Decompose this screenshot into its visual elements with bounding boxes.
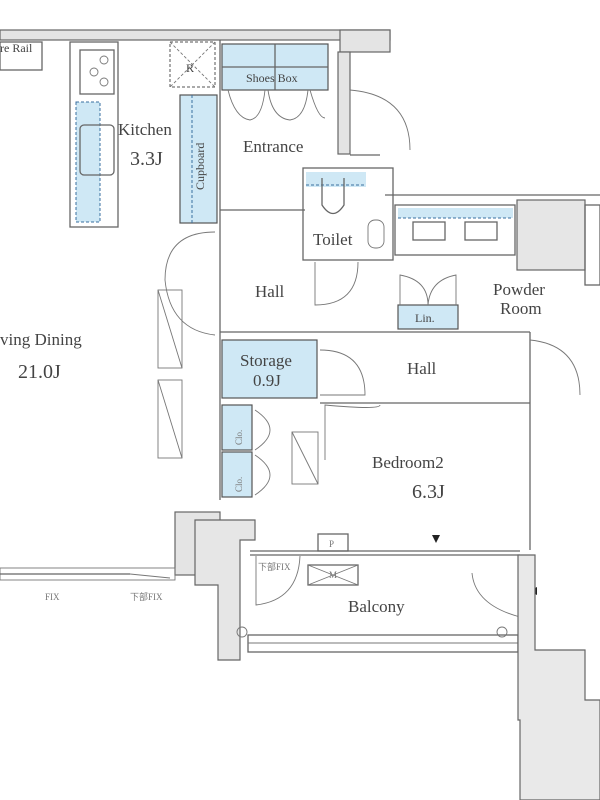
cupboard-label: Cupboard [193, 143, 207, 190]
burner-icon [99, 77, 109, 87]
drain-icon [236, 626, 248, 638]
sliding-panel [157, 379, 183, 459]
storage-area: 0.9J [253, 371, 281, 390]
refrigerator-label: R [186, 61, 194, 75]
powder-room-label-2: Room [500, 299, 542, 318]
balcony-side-door [471, 562, 521, 618]
storage-label: Storage [240, 351, 292, 370]
balcony-left-wall [194, 519, 256, 661]
hall-upper-label: Hall [255, 282, 285, 301]
hall-door [164, 231, 216, 336]
kitchen-counter [69, 41, 119, 228]
curtain-rail-box [0, 41, 43, 71]
storage-room [221, 339, 318, 399]
washing-machine-space [516, 199, 586, 271]
toilet-label: Toilet [313, 230, 353, 249]
vanity [394, 204, 516, 256]
living-dining-label: ving Dining [0, 330, 82, 349]
balcony-label: Balcony [348, 597, 405, 616]
living-window [0, 567, 176, 581]
lower-fix-living-label: 下部FIX [130, 591, 163, 602]
cupboard [179, 94, 218, 224]
bedroom2-label: Bedroom2 [372, 453, 444, 472]
kitchen-area: 3.3J [130, 148, 163, 170]
lower-fix-balcony-label: 下部FIX [258, 561, 291, 572]
toilet-room [302, 167, 394, 261]
meter-label: M [329, 570, 337, 580]
kitchen-label: Kitchen [118, 120, 172, 139]
balcony-door [255, 555, 301, 606]
kitchen-upper-cabinet [75, 101, 101, 223]
bedroom-wardrobe [291, 431, 319, 485]
bedroom2-area: 6.3J [412, 481, 445, 503]
closet [221, 404, 253, 451]
top-right-wall [339, 29, 391, 53]
storage-door [319, 349, 366, 396]
fix-label: FIX [45, 592, 60, 602]
toilet-bowl [321, 178, 345, 215]
meter-box [307, 564, 359, 586]
refrigerator-space [169, 41, 216, 88]
closet [221, 451, 253, 498]
closet-label-2: Clo. [234, 477, 244, 492]
powder-room-label-1: Powder [493, 280, 545, 299]
bath-edge [584, 204, 600, 286]
pipe-space-label: P [329, 539, 334, 549]
burner-icon [99, 55, 109, 65]
curtain-rail-label: re Rail [0, 41, 33, 55]
stove [79, 49, 115, 95]
drain-icon [496, 626, 508, 638]
washbasin [464, 221, 498, 241]
top-wall [0, 29, 391, 41]
washbasin [412, 221, 446, 241]
pipe-space [317, 533, 349, 552]
entrance-label: Entrance [243, 137, 303, 156]
closet-label-1: Clo. [234, 430, 244, 445]
shoes-box-label: Shoes Box [246, 71, 298, 85]
balcony-railing [247, 634, 519, 653]
linen-closet [397, 304, 459, 330]
sliding-panel [157, 289, 183, 369]
entrance-door [349, 89, 411, 151]
hall-door-right [529, 339, 581, 396]
toilet-door [314, 261, 359, 306]
shoes-box-doors [227, 89, 326, 121]
bedroom-door [324, 404, 381, 460]
direction-marker [432, 535, 440, 543]
living-dining-area: 21.0J [18, 361, 61, 383]
entrance-wall [337, 51, 351, 155]
hall-lower-label: Hall [407, 359, 437, 378]
toilet-sink [367, 219, 385, 249]
balcony-right-wall [517, 554, 600, 800]
sink [79, 124, 115, 176]
burner-icon [89, 67, 99, 77]
linen-label: Lin. [415, 311, 435, 325]
